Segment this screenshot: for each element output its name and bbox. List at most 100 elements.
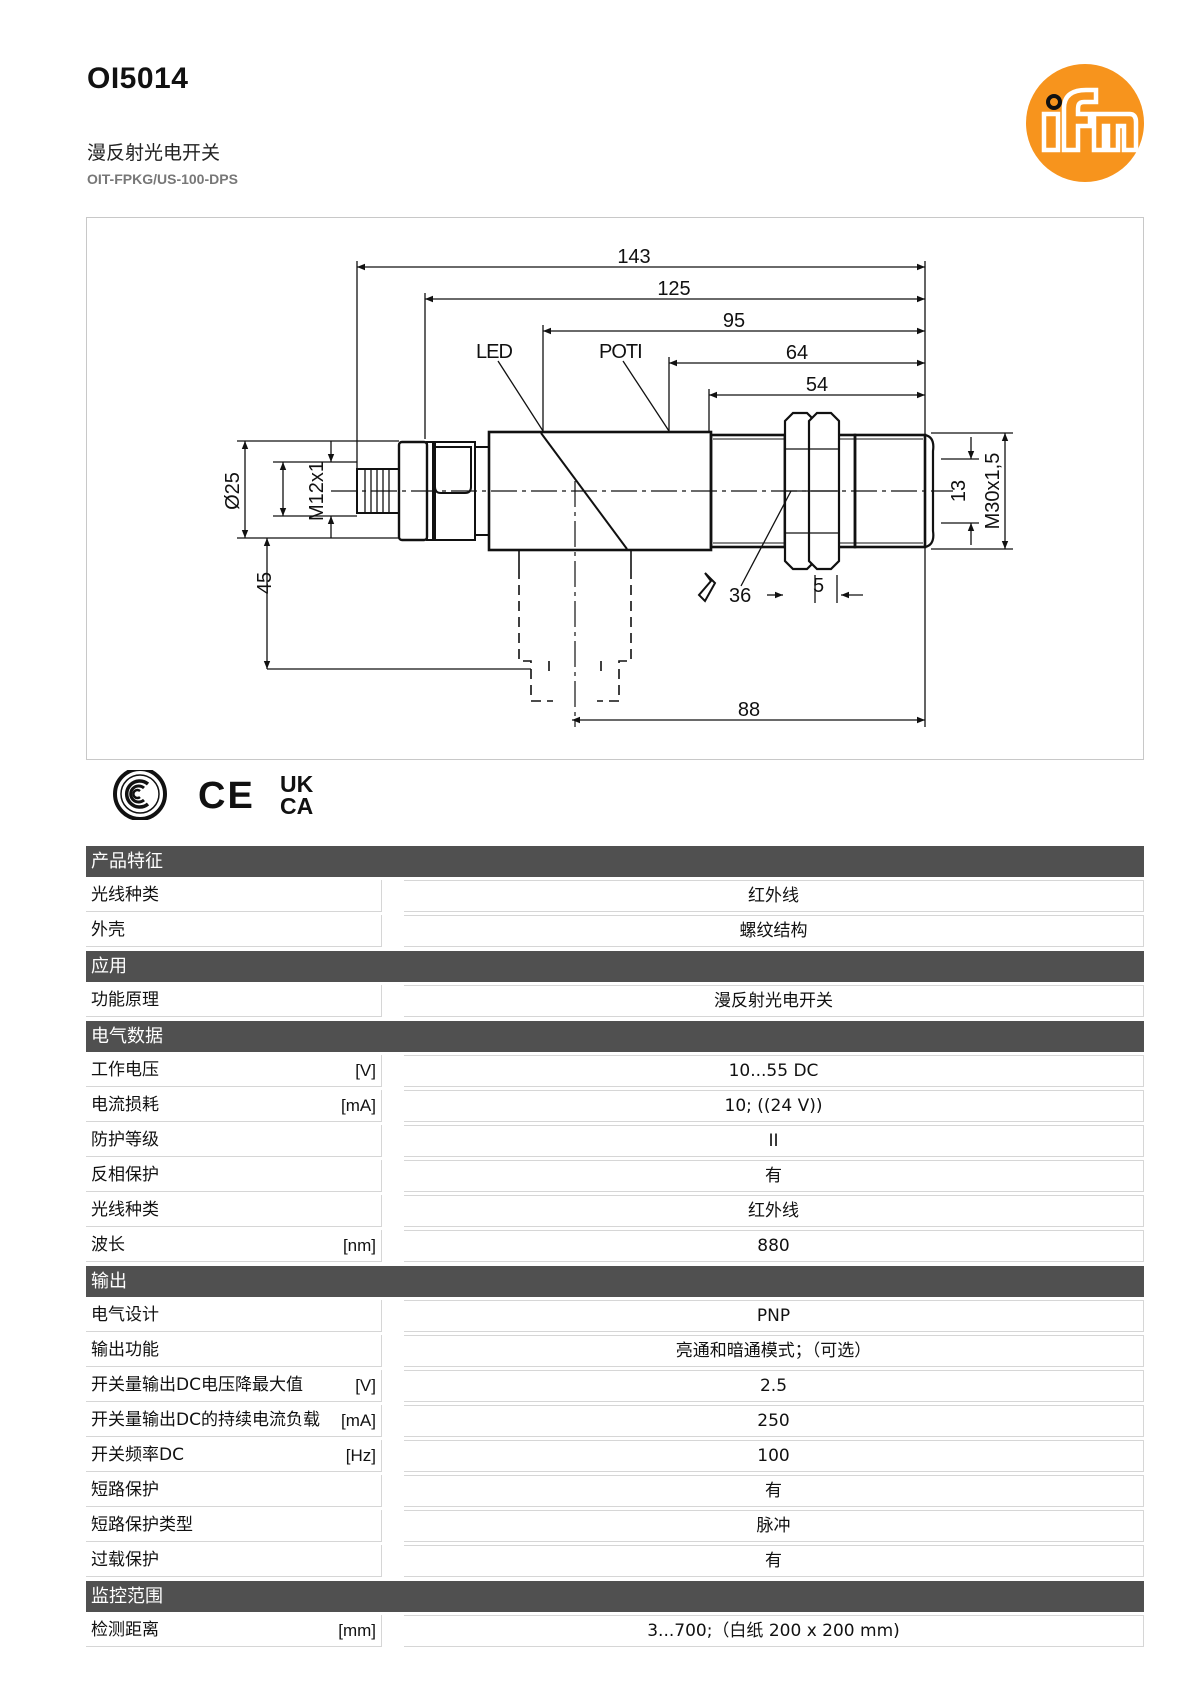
- spec-label-cell: 光线种类: [86, 880, 382, 912]
- spec-label-cell: 输出功能: [86, 1335, 382, 1367]
- section-header: 输出: [86, 1266, 1144, 1297]
- spec-row: 反相保护 有: [86, 1160, 1144, 1192]
- spec-row: 功能原理 漫反射光电开关: [86, 985, 1144, 1017]
- spec-row: 检测距离 [mm] 3...700;（白纸 200 x 200 mm): [86, 1615, 1144, 1647]
- dim-54: 54: [806, 374, 828, 396]
- dim-95: 95: [723, 310, 745, 332]
- spec-value: 亮通和暗通模式；（可选）: [404, 1335, 1144, 1367]
- spec-value: 880: [404, 1230, 1144, 1262]
- spec-value: 有: [404, 1475, 1144, 1507]
- spec-label: 功能原理: [91, 990, 159, 1010]
- ce-mark: CE: [198, 775, 255, 817]
- certification-marks: CE UK CA: [112, 767, 332, 821]
- dim-143: 143: [617, 246, 650, 268]
- spec-label-cell: 短路保护: [86, 1475, 382, 1507]
- spec-label: 短路保护类型: [91, 1515, 193, 1535]
- dim-diameter-25: Ø25: [222, 472, 244, 510]
- ccc-mark-icon: [113, 767, 167, 821]
- spec-row: 防护等级 II: [86, 1125, 1144, 1157]
- dim-88: 88: [738, 699, 760, 721]
- spec-label: 过载保护: [91, 1550, 159, 1570]
- spec-value: 有: [404, 1545, 1144, 1577]
- ukca-mark-top: UK: [280, 771, 314, 797]
- spec-label-cell: 波长 [nm]: [86, 1230, 382, 1262]
- section-header: 产品特征: [86, 846, 1144, 877]
- spec-value: 10...55 DC: [404, 1055, 1144, 1087]
- spec-row: 外壳 螺纹结构: [86, 915, 1144, 947]
- spec-row: 输出功能亮通和暗通模式；（可选）: [86, 1335, 1144, 1367]
- spec-row: 工作电压 [V] 10...55 DC: [86, 1055, 1144, 1087]
- spec-label: 开关量输出DC电压降最大值: [91, 1375, 303, 1395]
- dim-m12: M12x1: [306, 461, 328, 521]
- spec-label-cell: 电流损耗 [mA]: [86, 1090, 382, 1122]
- dim-125: 125: [657, 278, 690, 300]
- spec-label: 外壳: [91, 920, 125, 940]
- spec-label: 检测距离: [91, 1620, 159, 1640]
- spec-value: 有: [404, 1160, 1144, 1192]
- label-poti: POTI: [599, 341, 642, 363]
- spec-row: 光线种类 红外线: [86, 880, 1144, 912]
- product-subtitle: 漫反射光电开关: [87, 142, 221, 164]
- spec-label-cell: 过载保护: [86, 1545, 382, 1577]
- product-code: OIT-FPKG/US-100-DPS: [87, 171, 238, 187]
- spec-label-cell: 短路保护类型: [86, 1510, 382, 1542]
- spec-row: 波长 [nm] 880: [86, 1230, 1144, 1262]
- spec-unit: [mA]: [341, 1411, 376, 1430]
- spec-label: 工作电压: [91, 1060, 159, 1080]
- spec-label: 开关量输出DC的持续电流负载: [91, 1410, 320, 1430]
- dim-45: 45: [254, 572, 276, 594]
- spec-unit: [mA]: [341, 1096, 376, 1115]
- dimension-drawing: 143 125 95 64 54 88 LED POTI 36 5 Ø25 M1…: [86, 217, 1144, 760]
- spec-label: 波长: [91, 1235, 125, 1255]
- spec-value: 2.5: [404, 1370, 1144, 1402]
- spec-unit: [V]: [355, 1061, 376, 1080]
- spec-row: 开关频率DC [Hz] 100: [86, 1440, 1144, 1472]
- spec-unit: [V]: [355, 1376, 376, 1395]
- spec-value: II: [404, 1125, 1144, 1157]
- section-header: 应用: [86, 951, 1144, 982]
- spec-label: 短路保护: [91, 1480, 159, 1500]
- spec-value: 脉冲: [404, 1510, 1144, 1542]
- spec-value: 3...700;（白纸 200 x 200 mm): [404, 1615, 1144, 1647]
- dim-64: 64: [786, 342, 808, 364]
- spec-label-cell: 防护等级: [86, 1125, 382, 1157]
- ukca-mark-bottom: CA: [280, 793, 313, 819]
- spec-row: 电流损耗 [mA] 10; ((24 V)): [86, 1090, 1144, 1122]
- spec-unit: [mm]: [338, 1621, 376, 1640]
- dim-36: 36: [729, 585, 751, 607]
- spec-label-cell: 功能原理: [86, 985, 382, 1017]
- spec-label-cell: 电气设计: [86, 1300, 382, 1332]
- label-led: LED: [476, 341, 512, 363]
- section-header: 电气数据: [86, 1021, 1144, 1052]
- spec-value: 螺纹结构: [404, 915, 1144, 947]
- spec-label-cell: 开关量输出DC的持续电流负载 [mA]: [86, 1405, 382, 1437]
- spec-label-cell: 工作电压 [V]: [86, 1055, 382, 1087]
- spec-unit: [Hz]: [345, 1446, 376, 1465]
- spec-unit: [nm]: [342, 1236, 376, 1255]
- dim-m30: M30x1,5: [982, 453, 1004, 530]
- section-header: 监控范围: [86, 1581, 1144, 1612]
- spec-row: 开关量输出DC的持续电流负载 [mA] 250: [86, 1405, 1144, 1437]
- spec-row: 过载保护 有: [86, 1545, 1144, 1577]
- spec-value: 250: [404, 1405, 1144, 1437]
- spec-label: 反相保护: [91, 1165, 159, 1185]
- spec-label-cell: 开关量输出DC电压降最大值 [V]: [86, 1370, 382, 1402]
- spec-label-cell: 检测距离 [mm]: [86, 1615, 382, 1647]
- ifm-logo: [1026, 64, 1144, 182]
- spec-row: 短路保护类型 脉冲: [86, 1510, 1144, 1542]
- spec-label: 防护等级: [91, 1130, 159, 1150]
- dim-13: 13: [948, 480, 970, 502]
- spec-table: 产品特征光线种类红外线外壳螺纹结构应用功能原理漫反射光电开关电气数据工作电压[V…: [86, 846, 1144, 1647]
- spec-row: 光线种类红外线: [86, 1195, 1144, 1227]
- spec-label-cell: 开关频率DC [Hz]: [86, 1440, 382, 1472]
- spec-value: 10; ((24 V)): [404, 1090, 1144, 1122]
- spec-value: 漫反射光电开关: [404, 985, 1144, 1017]
- spec-value: 红外线: [404, 880, 1144, 912]
- spec-label: 电气设计: [91, 1305, 159, 1325]
- spec-value: 100: [404, 1440, 1144, 1472]
- spec-label: 电流损耗: [91, 1095, 159, 1115]
- spec-label: 开关频率DC: [91, 1445, 184, 1465]
- dim-5: 5: [813, 575, 824, 597]
- spec-label: 光线种类: [91, 885, 159, 905]
- product-title: OI5014: [87, 62, 189, 95]
